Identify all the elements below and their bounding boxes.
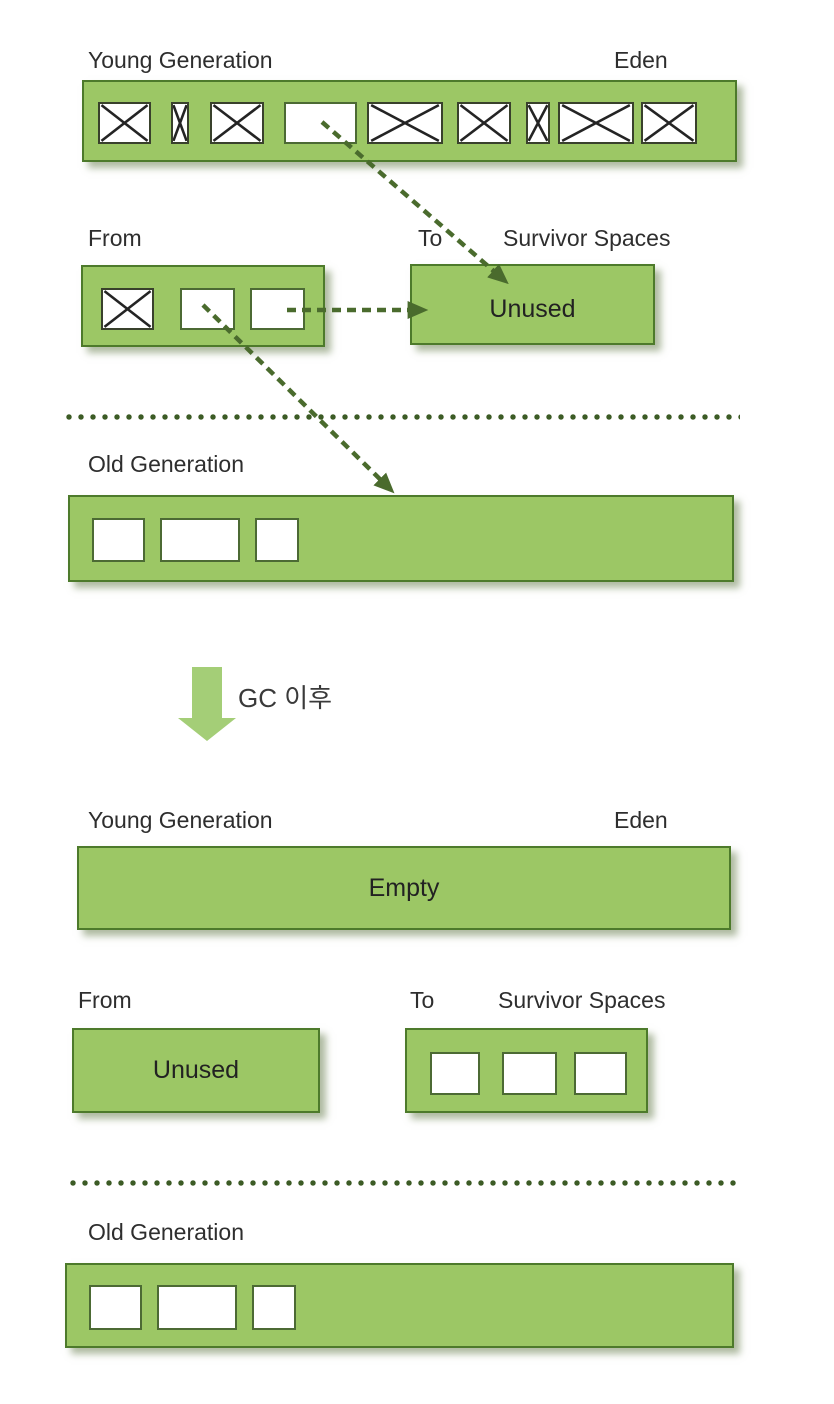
eden-bar-before	[82, 80, 737, 162]
free-object-cell	[430, 1052, 480, 1095]
free-object-cell	[502, 1052, 557, 1095]
eden-label-after: Eden	[614, 807, 668, 833]
garbage-object-cell	[98, 102, 151, 144]
old-generation-label-after: Old Generation	[88, 1219, 244, 1245]
free-object-cell	[252, 1285, 296, 1330]
free-object-cell	[157, 1285, 237, 1330]
free-object-cell	[255, 518, 299, 562]
free-object-cell	[92, 518, 145, 562]
to-survivor-bar-after	[405, 1028, 648, 1113]
from-survivor-bar-after: Unused	[72, 1028, 320, 1113]
to-label-after: To	[410, 987, 435, 1013]
old-generation-label-before: Old Generation	[88, 451, 244, 477]
unused-text-after: Unused	[152, 1056, 240, 1084]
eden-bar-after: Empty	[77, 846, 731, 930]
empty-text-after: Empty	[368, 873, 440, 902]
gc-down-arrow-icon	[178, 667, 236, 741]
from-survivor-bar-before	[81, 265, 325, 347]
garbage-object-cell	[171, 102, 189, 144]
young-old-divider-before	[66, 414, 740, 420]
young-generation-label-after: Young Generation	[88, 807, 273, 833]
survivor-spaces-label-before: Survivor Spaces	[503, 225, 671, 251]
free-object-cell	[180, 288, 235, 330]
from-label-before: From	[88, 225, 142, 251]
free-object-cell	[284, 102, 357, 144]
eden-label-before: Eden	[614, 47, 668, 73]
old-generation-bar-after	[65, 1263, 734, 1348]
garbage-object-cell	[558, 102, 634, 144]
garbage-object-cell	[101, 288, 154, 330]
unused-text-before: Unused	[489, 295, 576, 323]
garbage-object-cell	[367, 102, 443, 144]
free-object-cell	[574, 1052, 627, 1095]
to-label-before: To	[418, 225, 443, 251]
free-object-cell	[160, 518, 240, 562]
young-old-divider-after	[70, 1180, 740, 1186]
garbage-object-cell	[641, 102, 697, 144]
from-label-after: From	[78, 987, 132, 1013]
free-object-cell	[89, 1285, 142, 1330]
garbage-object-cell	[210, 102, 264, 144]
to-survivor-bar-before: Unused	[410, 264, 655, 345]
garbage-object-cell	[526, 102, 550, 144]
garbage-object-cell	[457, 102, 511, 144]
old-generation-bar-before	[68, 495, 734, 582]
free-object-cell	[250, 288, 305, 330]
young-generation-label-before: Young Generation	[88, 47, 273, 73]
gc-after-label: GC 이후	[238, 683, 333, 713]
survivor-spaces-label-after: Survivor Spaces	[498, 987, 666, 1013]
